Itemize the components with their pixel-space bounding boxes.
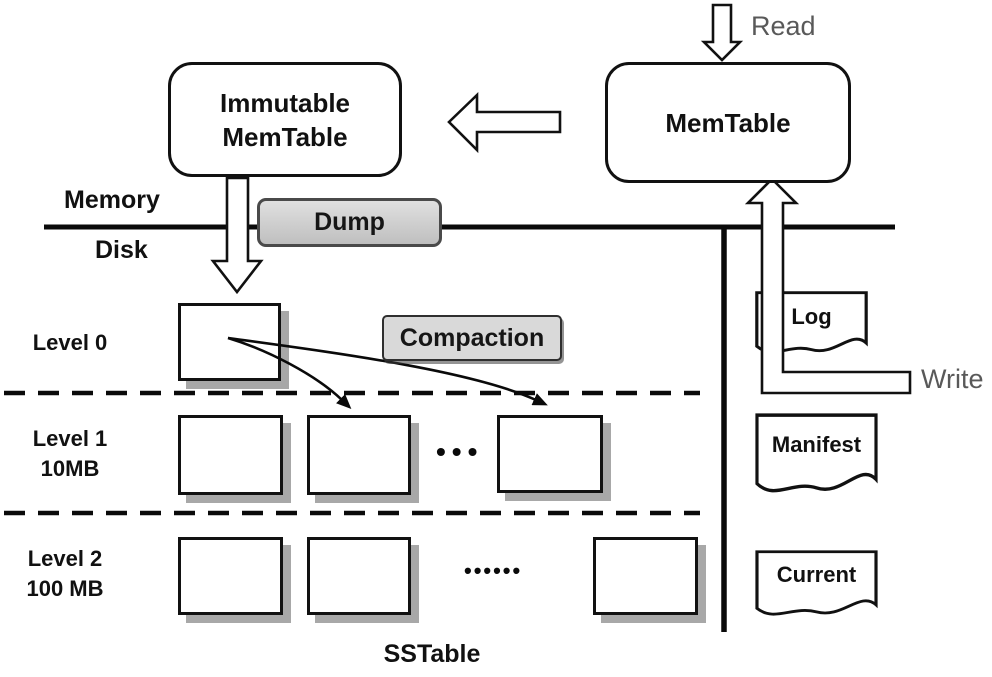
compaction-label: Compaction [399, 323, 545, 352]
level1-ellipsis: ••• [436, 436, 484, 467]
level2-ellipsis: •••••• [464, 558, 523, 583]
memory-region-label: Memory [64, 186, 160, 214]
current-file-icon [755, 550, 878, 616]
level1-sstable-box [497, 415, 603, 493]
level0-sstable-box [178, 303, 281, 381]
log-file-label: Log [791, 304, 832, 329]
level2-size-label: 100 MB [26, 576, 104, 601]
dump-box: Dump [257, 198, 442, 247]
disk-region-label: Disk [95, 236, 148, 264]
level0-label: Level 0 [32, 330, 108, 355]
read-arrow-icon [700, 3, 744, 62]
memtable-box: MemTable [605, 62, 851, 183]
immutable-memtable-box: Immutable MemTable [168, 62, 402, 177]
manifest-file-label: Manifest [771, 432, 862, 457]
write-label: Write [921, 364, 984, 394]
level1-size-label: 10MB [40, 456, 100, 481]
current-file-label: Current [776, 562, 857, 587]
memtable-to-immutable-arrow-icon [447, 91, 562, 154]
level2-sstable-box [307, 537, 411, 615]
level2-sstable-box [178, 537, 283, 615]
immutable-memtable-label: Immutable MemTable [219, 87, 351, 152]
sstable-caption: SSTable [383, 640, 481, 668]
level1-sstable-box [178, 415, 283, 495]
compaction-box: Compaction [382, 315, 562, 361]
dump-label: Dump [314, 208, 385, 236]
level1-sstable-box [307, 415, 411, 495]
level1-label: Level 1 10MB [5, 424, 135, 484]
level2-label: Level 2 100 MB [0, 544, 130, 604]
level2-sstable-box [593, 537, 698, 615]
dump-arrow-icon [210, 176, 264, 295]
read-label: Read [751, 11, 816, 41]
memtable-label: MemTable [665, 107, 791, 138]
manifest-file-icon [755, 413, 878, 493]
